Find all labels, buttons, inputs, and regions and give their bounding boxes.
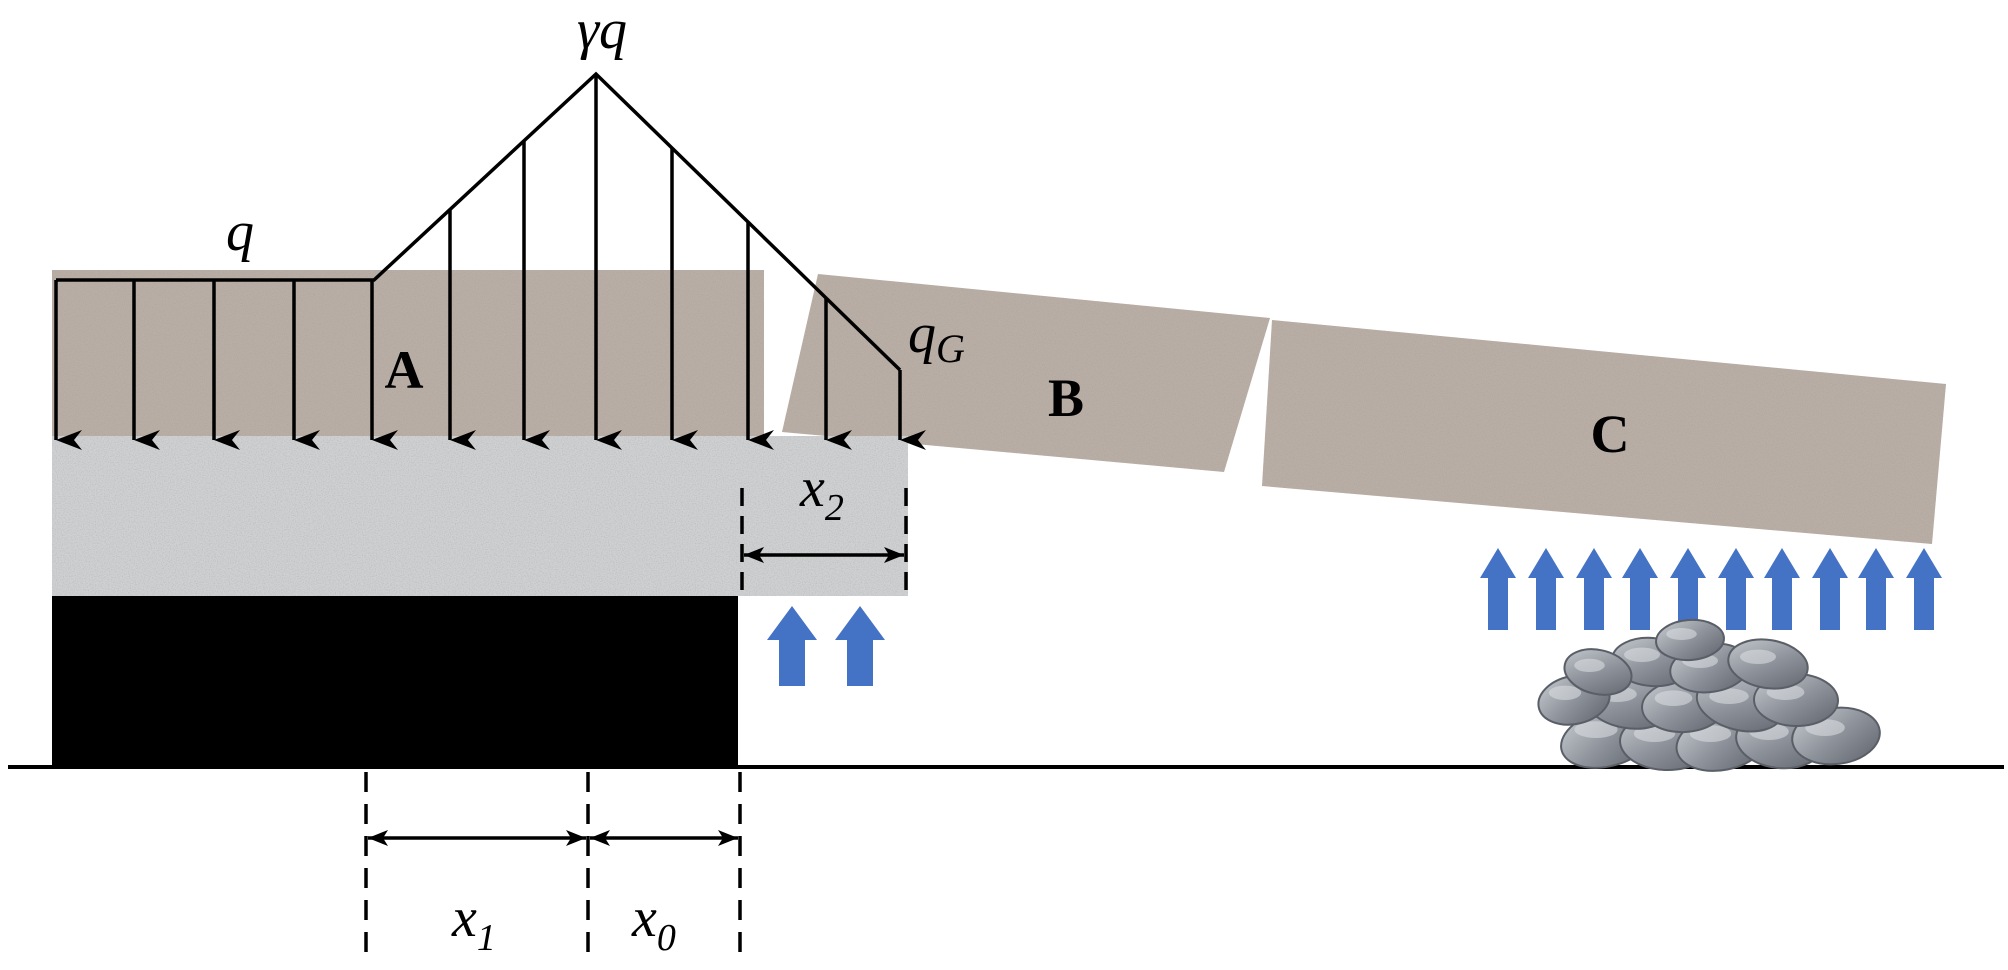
x2-subscript: 2: [825, 487, 844, 529]
x0-label: x0: [631, 887, 676, 959]
support-arrow-gangue-3: [1622, 548, 1658, 630]
support-arrow-gangue-7: [1812, 548, 1848, 630]
support-arrow-gangue-6: [1764, 548, 1800, 630]
x2-label: x2: [799, 457, 844, 529]
support-arrow-gangue-9: [1906, 548, 1942, 630]
dimensions: [364, 488, 908, 962]
strata-layers: [52, 270, 1946, 768]
x0-main: x: [631, 887, 657, 949]
support-arrow-gangue-4: [1670, 548, 1706, 630]
gangue-rock-highlight-0: [1574, 721, 1618, 738]
gangue-rock-highlight-9: [1548, 685, 1582, 700]
x2-main: x: [799, 457, 825, 519]
gangue-rock-highlight-13: [1666, 628, 1697, 640]
x1-main: x: [451, 887, 477, 949]
qg-subscript: G: [936, 326, 965, 371]
support-arrow-gangue-5: [1718, 548, 1754, 630]
support-arrow-pillar-1: [835, 606, 885, 686]
gangue-rock-highlight-14: [1574, 658, 1605, 673]
gangue-rock-highlight-6: [1654, 690, 1693, 706]
labels: γq q qG A B C x1 x0 x2: [226, 0, 1630, 959]
support-arrow-gangue-1: [1528, 548, 1564, 630]
x1-subscript: 1: [477, 917, 496, 959]
block-b-stratum: [782, 274, 1270, 472]
support-arrows-gangue: [1480, 548, 1942, 630]
gamma-q-label: γq: [577, 0, 627, 61]
support-arrow-gangue-8: [1858, 548, 1894, 630]
immediate-roof-layer: [52, 436, 908, 596]
support-arrows-near-pillar: [767, 606, 885, 686]
qg-label: qG: [908, 303, 965, 371]
coal-pillar: [52, 596, 738, 768]
support-arrow-gangue-2: [1576, 548, 1612, 630]
load-arrows: [54, 74, 926, 450]
block-c-stratum: [1262, 320, 1946, 544]
q-label: q: [226, 201, 254, 263]
gangue-rock-highlight-12: [1740, 649, 1776, 664]
gangue-rock-highlight-10: [1624, 647, 1660, 662]
block-b-label: B: [1048, 368, 1084, 428]
support-arrow-pillar-0: [767, 606, 817, 686]
x0-subscript: 0: [657, 917, 676, 959]
block-a-stratum: [52, 270, 764, 440]
support-arrow-gangue-0: [1480, 548, 1516, 630]
gangue-rock-highlight-7: [1709, 688, 1749, 704]
x1-label: x1: [451, 887, 496, 959]
block-c-label: C: [1591, 404, 1630, 464]
qg-main: q: [908, 303, 936, 365]
gangue-pile-icon: [1537, 618, 1881, 772]
block-a-label: A: [385, 340, 424, 400]
